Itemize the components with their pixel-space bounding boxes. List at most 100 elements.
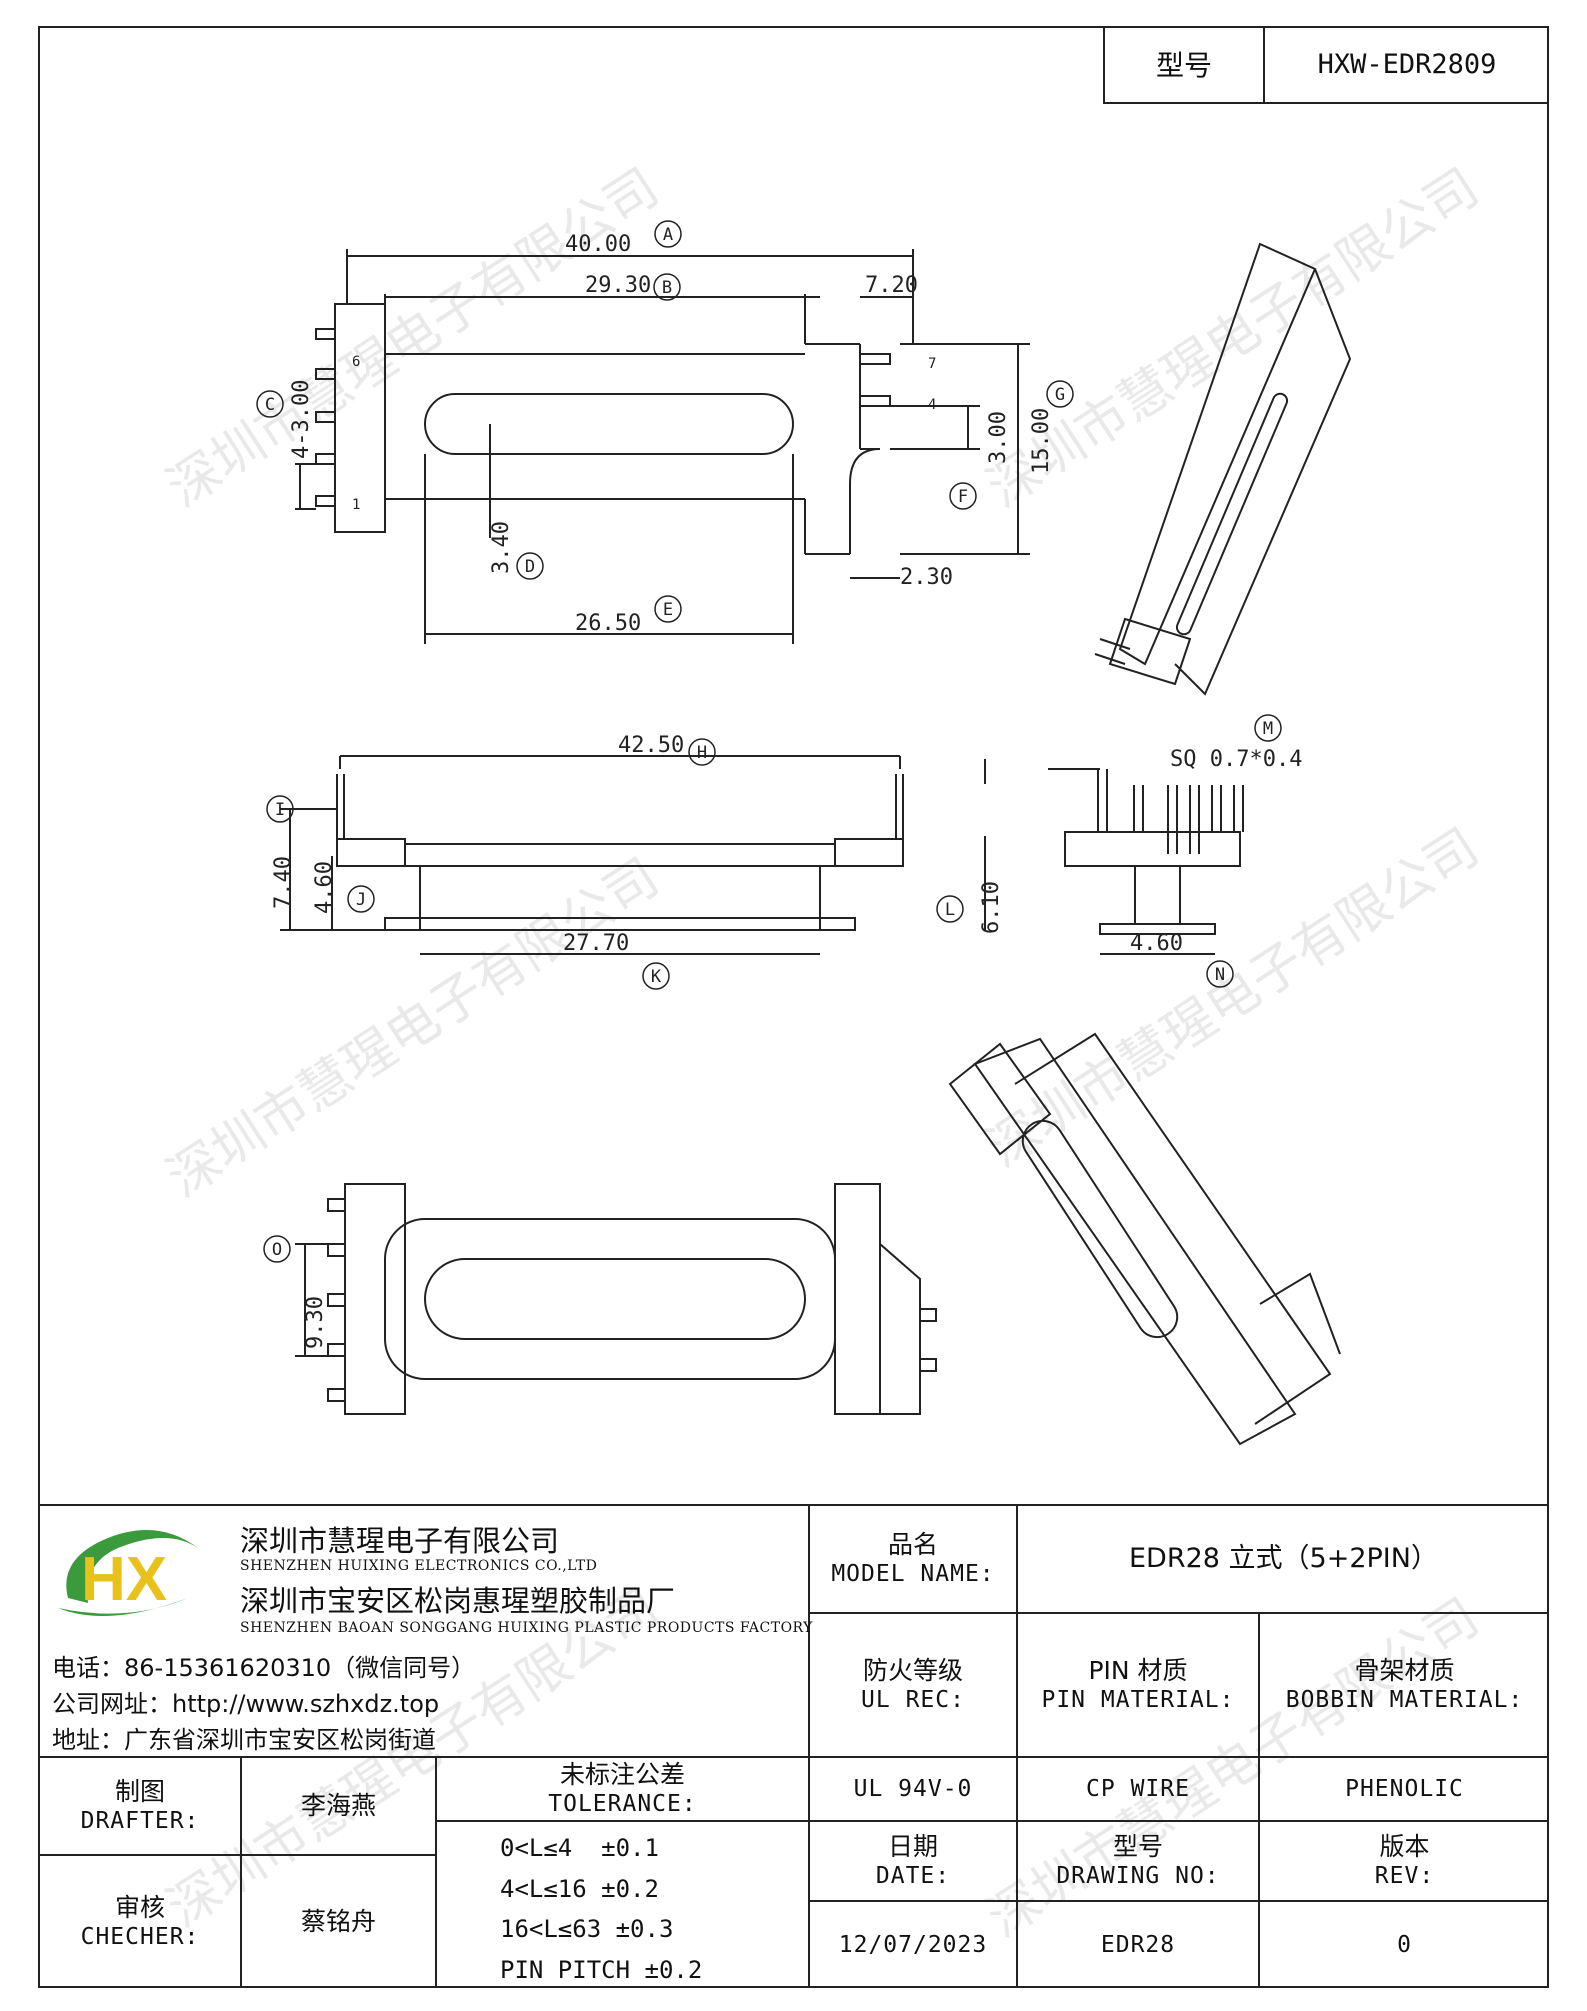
rev-label-en: REV: <box>1374 1863 1435 1890</box>
dim-4-6b: 4.60 <box>1130 931 1183 956</box>
company-name-cn: 深圳市慧瑆电子有限公司 <box>240 1524 560 1558</box>
ref-D: D <box>525 557 535 577</box>
factory-name-en: SHENZHEN BAOAN SONGGANG HUIXING PLASTIC … <box>240 1620 813 1636</box>
tolerance-label-cn: 未标注公差 <box>559 1760 685 1789</box>
ref-A: A <box>663 225 673 245</box>
drawing-no-label: 型号 DRAWING NO: <box>1018 1822 1258 1900</box>
rule <box>40 1756 1549 1758</box>
drafter-label-cn: 制图 <box>114 1777 165 1806</box>
dim-6-1: 6.10 <box>979 881 1004 934</box>
pin-label-1: 1 <box>352 497 360 513</box>
tolerance-line: 16<L≤63 ±0.3 <box>500 1915 674 1944</box>
technical-drawing: 40.00 29.30 7.20 2.30 26.50 42.50 27.70 … <box>40 104 1549 1504</box>
ref-G: G <box>1055 385 1065 405</box>
company-logo: HX <box>48 1518 208 1628</box>
rule <box>40 1854 435 1856</box>
model-name-label: 品名 MODEL NAME: <box>810 1506 1016 1612</box>
tolerance-table: 0<L≤4 ±0.1 4<L≤16 ±0.2 16<L≤63 ±0.3 PIN … <box>500 1834 800 1984</box>
ref-O: O <box>272 1240 282 1260</box>
bobbin-material-value: PHENOLIC <box>1345 1775 1464 1802</box>
dim-7-4: 7.40 <box>271 856 296 909</box>
pin-label-4: 4 <box>928 397 936 413</box>
model-name-label-cn: 品名 <box>887 1530 938 1559</box>
logo-letters: HX <box>81 1545 167 1614</box>
bottom-view <box>295 1183 937 1415</box>
date-label: 日期 DATE: <box>810 1822 1016 1900</box>
tolerance-label: 未标注公差 TOLERANCE: <box>437 1758 808 1820</box>
dim-42-5: 42.50 <box>618 733 684 758</box>
header-model-label: 型号 <box>1103 28 1263 104</box>
pin-material-label-en: PIN MATERIAL: <box>1041 1687 1235 1714</box>
title-block-top-rule <box>40 1504 1549 1506</box>
drafter-name: 李海燕 <box>300 1791 376 1821</box>
isometric-view-bottom <box>948 1032 1341 1446</box>
dim-27-7: 27.70 <box>563 931 629 956</box>
dim-9-3: 9.30 <box>303 1296 328 1349</box>
top-view <box>295 249 1030 644</box>
checker-label-cn: 审核 <box>114 1893 165 1922</box>
company-phone: 电话：86-15361620310（微信同号） <box>52 1654 476 1682</box>
factory-name-cn: 深圳市宝安区松岗惠瑆塑胶制品厂 <box>240 1584 676 1618</box>
dim-15: 15.00 <box>1029 408 1054 474</box>
bobbin-material-label-cn: 骨架材质 <box>1354 1656 1455 1685</box>
ref-J: J <box>356 890 366 910</box>
rule <box>1258 1612 1260 1988</box>
dim-40: 40.00 <box>565 232 631 257</box>
checker-name: 蔡铭舟 <box>300 1907 376 1937</box>
ref-F: F <box>958 487 968 507</box>
drawing-sheet: 型号 HXW-EDR2809 深圳市慧瑆电子有限公司 深圳市慧瑆电子有限公司 深… <box>38 26 1549 1988</box>
rev-label: 版本 REV: <box>1260 1822 1549 1900</box>
rev-label-cn: 版本 <box>1379 1832 1430 1861</box>
fire-rating-label-cn: 防火等级 <box>862 1656 963 1685</box>
model-name-value: EDR28 立式（5+2PIN） <box>1129 1543 1438 1575</box>
ref-H: H <box>697 743 707 763</box>
drafter-label: 制图 DRAFTER: <box>40 1758 240 1854</box>
dim-2-3: 2.30 <box>900 565 953 590</box>
dim-sq: SQ 0.7*0.4 <box>1170 747 1302 772</box>
dim-4-6a: 4.60 <box>312 861 337 914</box>
ref-K: K <box>651 967 662 987</box>
drafter-label-en: DRAFTER: <box>80 1808 200 1835</box>
dim-4x3: 4-3.00 <box>289 380 314 459</box>
ref-B: B <box>662 278 672 298</box>
dim-26-5: 26.50 <box>575 611 641 636</box>
pin-label-7: 7 <box>928 356 936 372</box>
dim-3-0: 3.00 <box>986 411 1011 464</box>
ref-N: N <box>1215 965 1225 985</box>
bobbin-material-label-en: BOBBIN MATERIAL: <box>1285 1687 1524 1714</box>
checker-label-en: CHECHER: <box>80 1924 200 1951</box>
checker-label: 审核 CHECHER: <box>40 1856 240 1988</box>
ref-L: L <box>945 900 955 920</box>
date-label-en: DATE: <box>875 1863 951 1890</box>
fire-rating-value: UL 94V-0 <box>853 1775 973 1802</box>
drawing-no-value: EDR28 <box>1100 1931 1176 1958</box>
rule <box>435 1756 437 1988</box>
ref-I: I <box>275 800 285 820</box>
pin-material-value: CP WIRE <box>1086 1775 1190 1802</box>
bobbin-material-label: 骨架材质 BOBBIN MATERIAL: <box>1260 1614 1549 1756</box>
rule <box>240 1756 242 1988</box>
isometric-view-top <box>1094 242 1352 696</box>
rule <box>808 1612 1549 1614</box>
rule <box>1016 1504 1018 1988</box>
rule <box>808 1900 1549 1902</box>
front-view <box>280 755 986 955</box>
dim-3-4: 3.40 <box>489 521 514 574</box>
rule <box>808 1504 810 1988</box>
side-view <box>1048 768 1244 955</box>
company-website: 公司网址：http://www.szhxdz.top <box>52 1690 440 1718</box>
model-name-label-en: MODEL NAME: <box>831 1561 995 1588</box>
ref-M: M <box>1263 719 1273 739</box>
company-address: 地址：广东省深圳市宝安区松岗街道 <box>52 1726 436 1754</box>
tolerance-line: 0<L≤4 ±0.1 <box>500 1834 659 1862</box>
date-value: 12/07/2023 <box>838 1931 988 1958</box>
header-model-value: HXW-EDR2809 <box>1263 28 1549 104</box>
dim-29-3: 29.30 <box>585 273 651 298</box>
drawing-no-label-en: DRAWING NO: <box>1056 1863 1220 1890</box>
company-name-en: SHENZHEN HUIXING ELECTRONICS CO.,LTD <box>240 1558 598 1574</box>
ref-C: C <box>265 395 275 415</box>
date-label-cn: 日期 <box>887 1832 938 1861</box>
rule <box>435 1820 1549 1822</box>
tolerance-line: 4<L≤16 ±0.2 <box>500 1874 659 1903</box>
tolerance-line: PIN PITCH ±0.2 <box>500 1955 703 1984</box>
